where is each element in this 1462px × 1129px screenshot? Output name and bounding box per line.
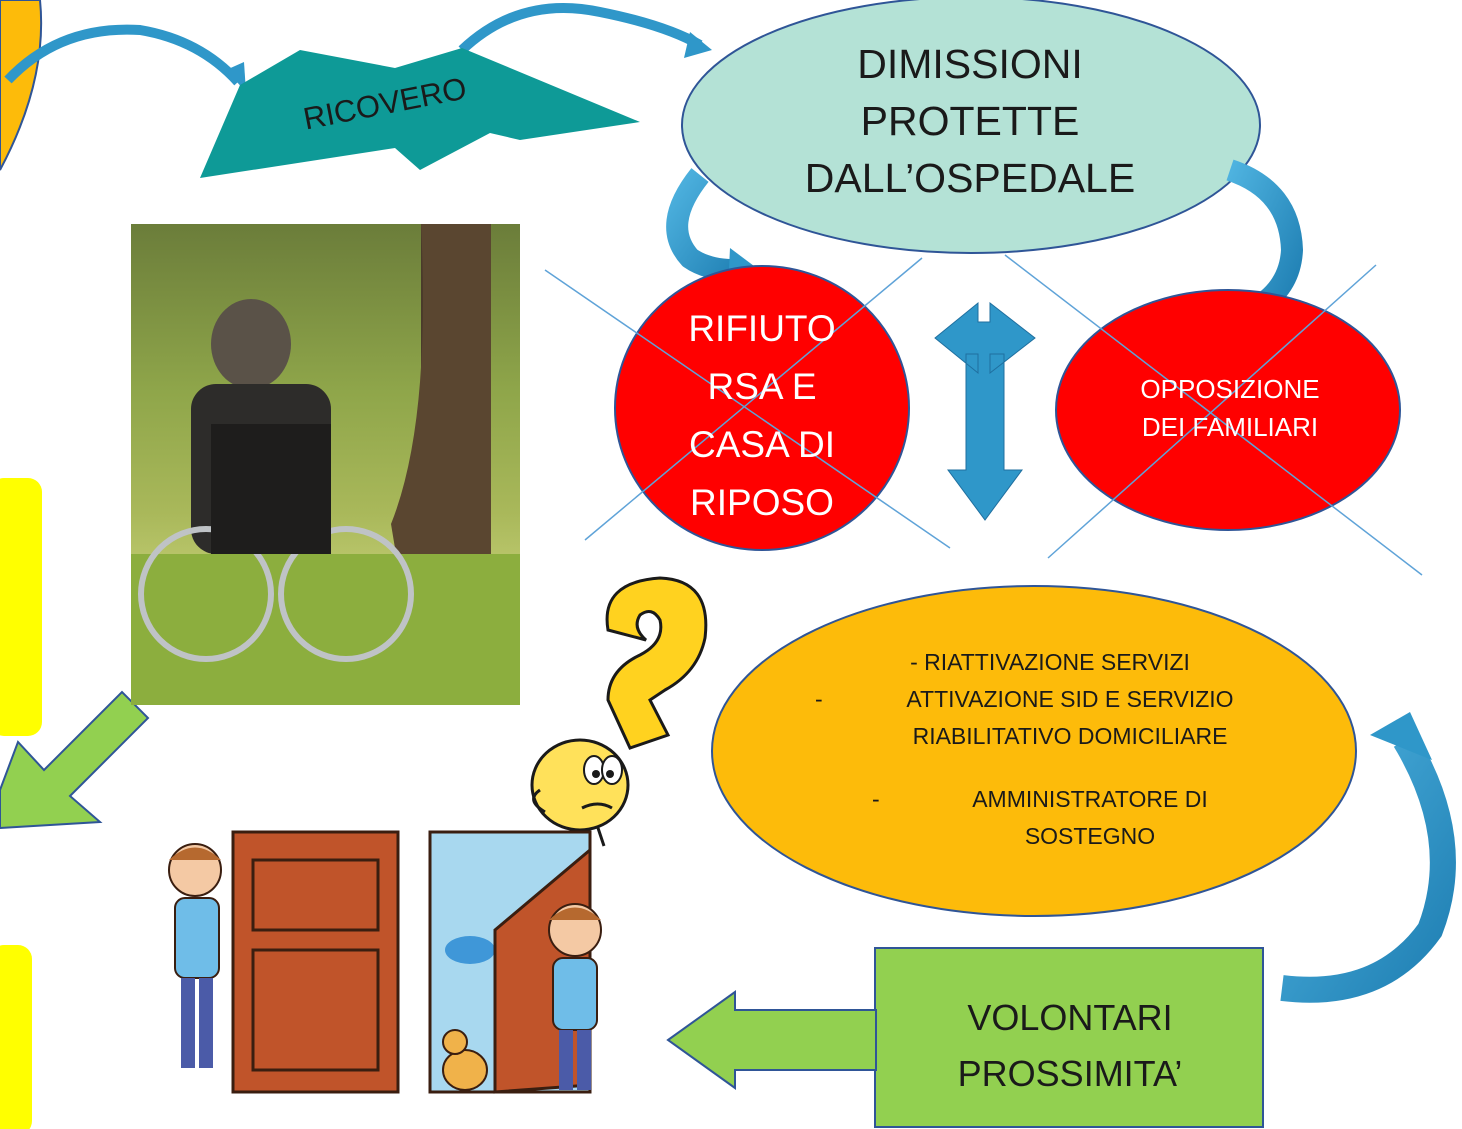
rifiuto-line: RIFIUTO: [688, 308, 836, 349]
servizi-line-1: - RIATTIVAZIONE SERVIZI: [910, 649, 1190, 675]
offscreen-box-left-bottom: [0, 945, 32, 1129]
question-mark-icon: [530, 576, 708, 847]
curved-arrow-to-dimissioni: [458, 2, 703, 54]
servizi-line-2b: RIABILITATIVO DOMICILIARE: [912, 723, 1228, 749]
green-arrow-left-icon: [666, 990, 877, 1090]
bidirectional-arrow-icon: [934, 301, 1036, 521]
rifiuto-line: CASA DI: [689, 424, 835, 465]
servizi-text: - RIATTIVAZIONE SERVIZI - ATTIVAZIONE SI…: [800, 644, 1280, 855]
opposizione-line: OPPOSIZIONE: [1140, 374, 1320, 404]
rifiuto-circle: [614, 265, 910, 551]
dimissioni-line: PROTETTE: [860, 98, 1080, 144]
strike-line: [1047, 264, 1377, 559]
elderly-wheelchair-photo: [131, 224, 520, 705]
bullet-dash: -: [872, 786, 880, 812]
offscreen-circle-top-left: [0, 0, 43, 171]
dimissioni-ellipse: [681, 0, 1261, 254]
volontari-box: [874, 947, 1264, 1128]
servizi-line-3b: SOSTEGNO: [1024, 823, 1156, 849]
dimissioni-line: DIMISSIONI: [857, 41, 1083, 87]
arrowhead-icon: [1370, 712, 1432, 760]
curved-arrow-to-rifiuto: [666, 168, 746, 282]
strike-line: [584, 257, 923, 541]
curved-arrow-to-opposizione: [1226, 159, 1304, 320]
strike-line: [1004, 254, 1423, 576]
arrowhead-icon: [684, 32, 712, 58]
ricovero-lightning-shape: [200, 48, 640, 178]
offscreen-box-left-middle: [0, 478, 42, 736]
green-arrow-down-left-icon: [0, 690, 150, 830]
rifiuto-line: RSA E: [707, 366, 817, 407]
children-doors-illustration: [155, 830, 635, 1100]
servizi-line-3a: AMMINISTRATORE DI: [972, 786, 1208, 812]
dimissioni-line: DALL’OSPEDALE: [804, 155, 1136, 201]
opposizione-label: OPPOSIZIONE DEI FAMILIARI: [1090, 370, 1370, 446]
volontari-label: VOLONTARI PROSSIMITA’: [900, 990, 1240, 1102]
dimissioni-label: DIMISSIONI PROTETTE DALL’OSPEDALE: [760, 36, 1180, 207]
opposizione-circle: [1055, 289, 1401, 531]
servizi-ellipse: [711, 585, 1357, 917]
opposizione-line: DEI FAMILIARI: [1141, 412, 1319, 442]
curved-arrow-to-ricovero: [4, 24, 242, 86]
curved-arrow-to-servizi: [1280, 733, 1456, 1003]
strike-line: [544, 269, 951, 549]
volontari-line: PROSSIMITA’: [957, 1053, 1183, 1094]
servizi-line-2a: ATTIVAZIONE SID E SERVIZIO: [906, 686, 1234, 712]
volontari-line: VOLONTARI: [967, 997, 1173, 1038]
rifiuto-label: RIFIUTO RSA E CASA DI RIPOSO: [662, 300, 862, 532]
bullet-dash: -: [815, 686, 823, 712]
rifiuto-line: RIPOSO: [690, 482, 834, 523]
